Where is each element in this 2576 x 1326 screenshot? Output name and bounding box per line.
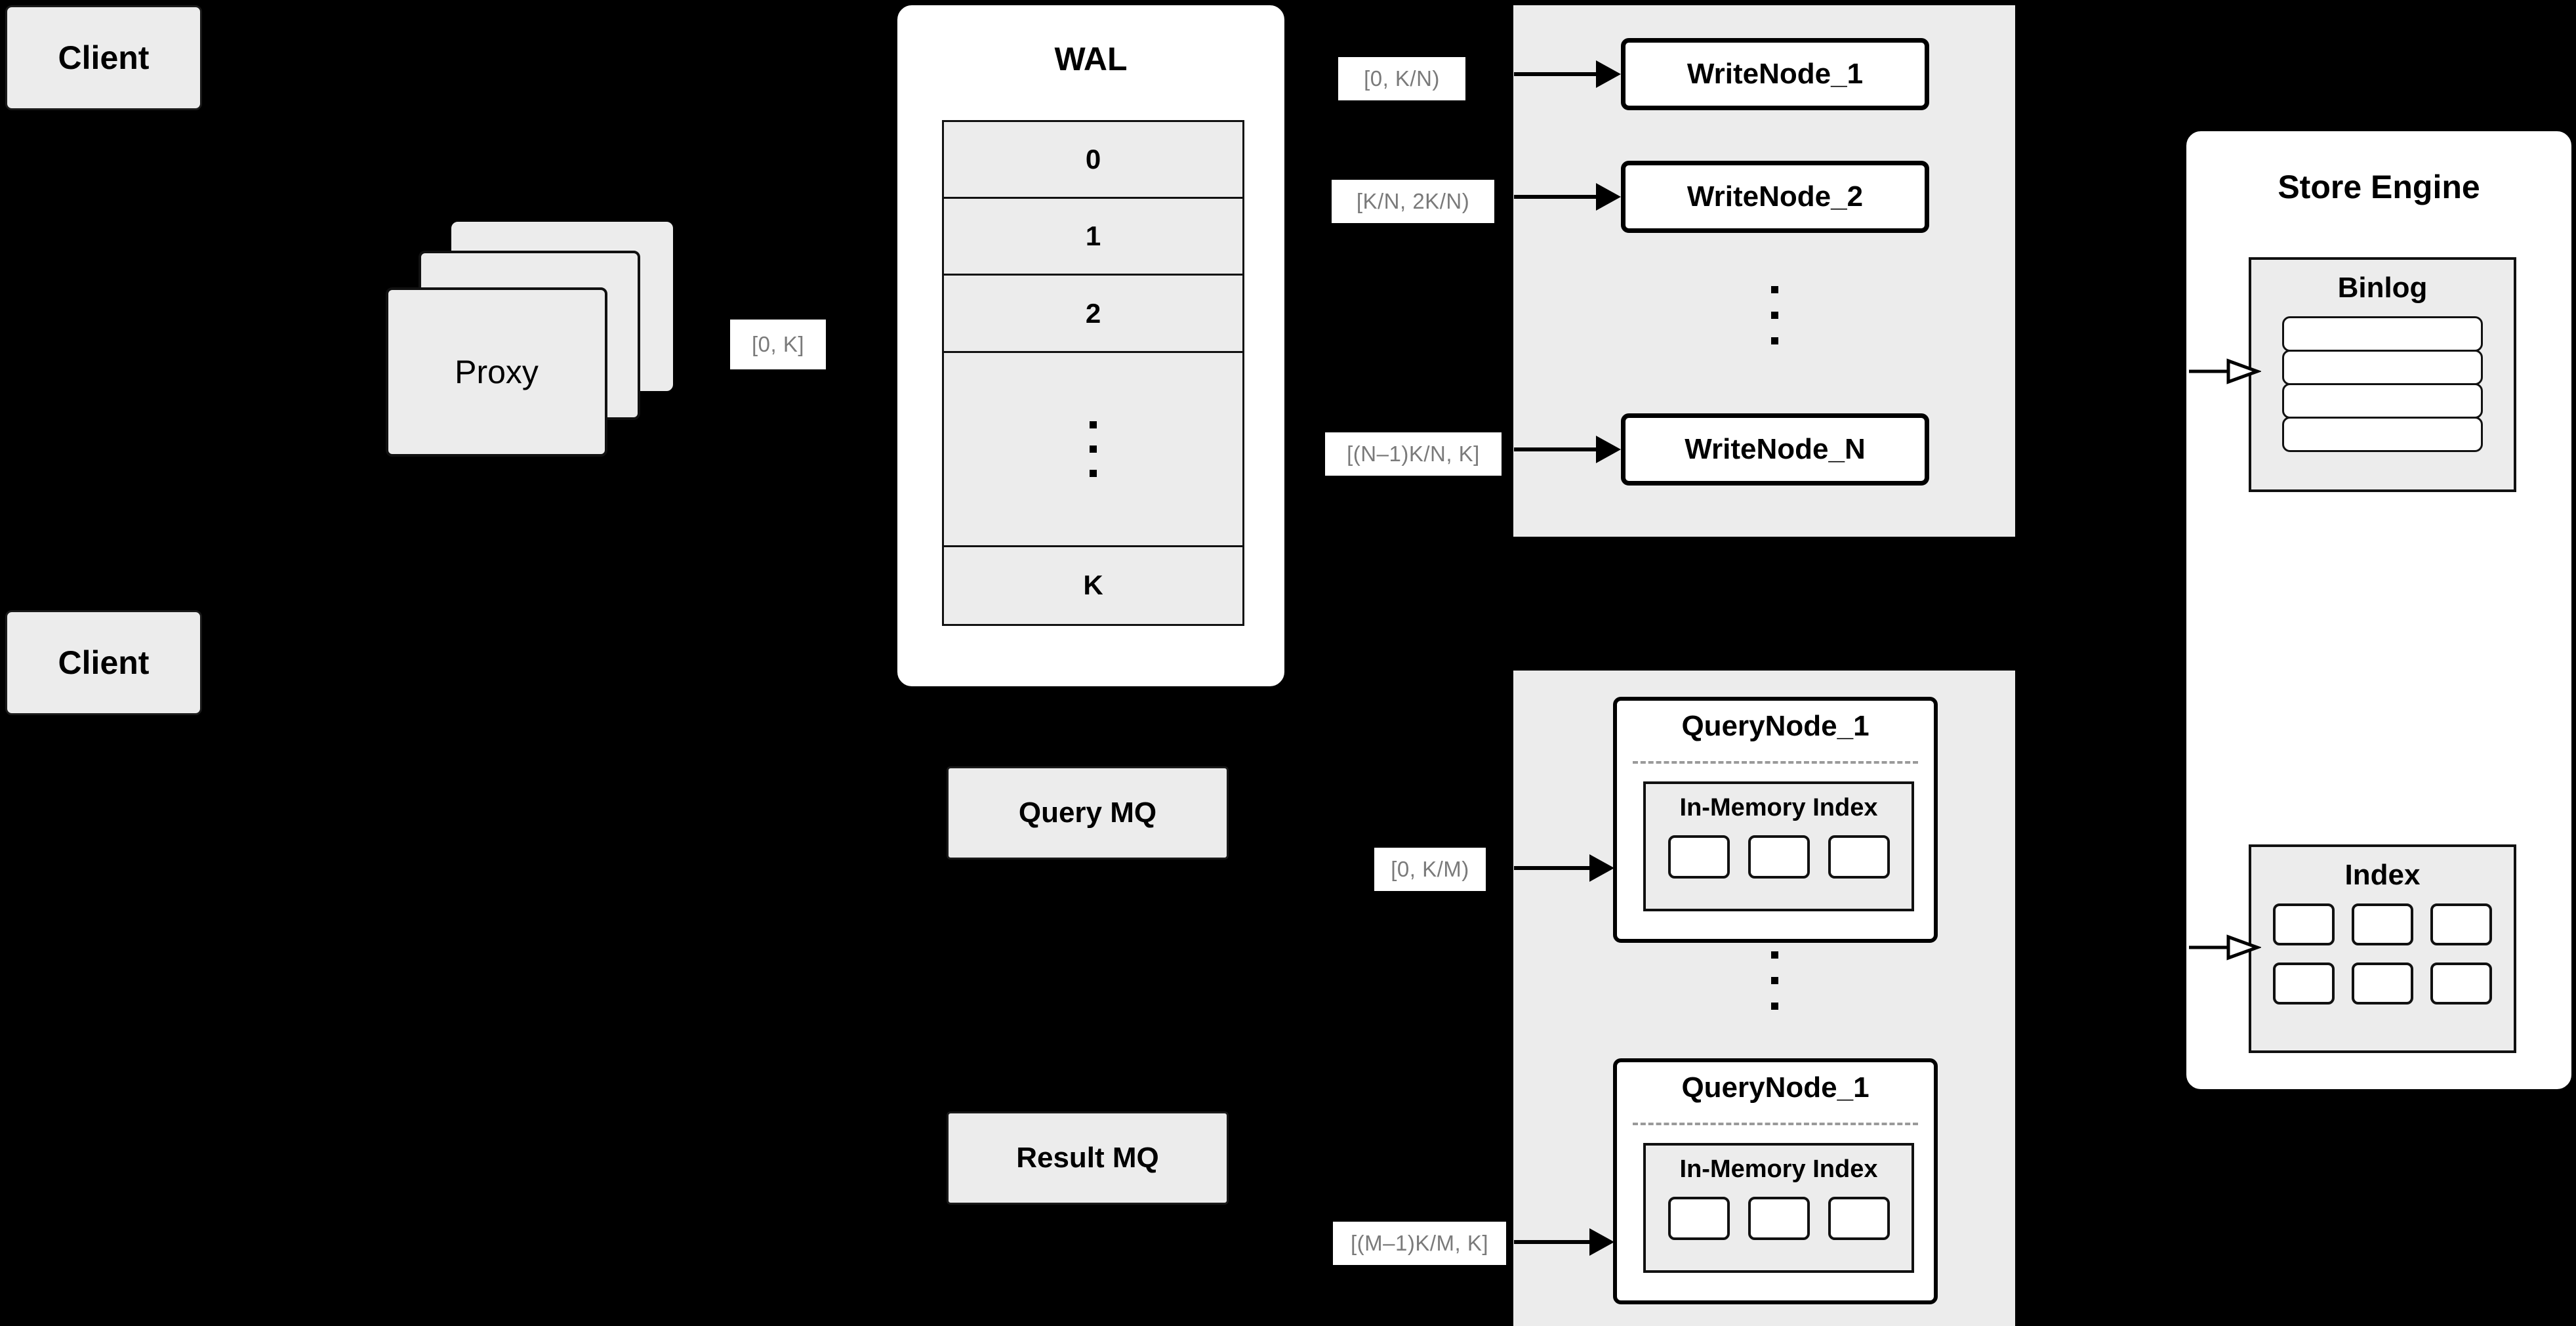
write-node-1-arrow-line [1514,72,1596,76]
store-index-panel: Index [2249,844,2516,1053]
wal-row-list: 0 1 2 K [942,120,1244,626]
index-segment[interactable] [1828,1197,1890,1240]
write-node-2[interactable]: WriteNode_2 [1621,161,1929,233]
write-node-2-arrow-head [1596,183,1621,211]
store-index-title: Index [2344,859,2421,891]
ellipsis-dot [1771,337,1778,344]
binlog-row[interactable] [2282,350,2483,385]
index-cell[interactable] [2430,963,2492,1005]
wal-row[interactable]: K [944,547,1242,624]
query-node-2-index-segments [1646,1197,1912,1240]
index-segment[interactable] [1748,835,1810,879]
wal-row-ellipsis [944,352,1242,547]
query-node-2[interactable]: QueryNode_1 In-Memory Index [1613,1058,1938,1304]
binlog-row[interactable] [2282,417,2483,452]
store-engine-title: Store Engine [2278,169,2480,205]
index-segment[interactable] [1667,835,1730,879]
query-node-2-divider [1633,1123,1918,1125]
binlog-title: Binlog [2337,272,2428,304]
query-node-1-arrow-head [1589,854,1614,882]
ellipsis-dot [1090,421,1097,428]
binlog-row[interactable] [2282,316,2483,352]
client-box-2[interactable]: Client [5,610,202,715]
index-cell[interactable] [2430,903,2492,945]
write-node-n[interactable]: WriteNode_N [1621,413,1929,486]
proxy-label: Proxy [455,354,539,390]
query-node-2-range-label: [(M–1)K/M, K] [1333,1222,1506,1265]
write-node-2-range-label: [K/N, 2K/N) [1332,180,1494,223]
store-index-arrow [2189,934,2261,961]
store-index-grid [2251,903,2514,1005]
query-node-2-index-panel: In-Memory Index [1643,1143,1914,1273]
query-node-1-title: QueryNode_1 [1681,710,1870,742]
index-cell[interactable] [2273,963,2335,1005]
write-node-n-arrow-head [1596,436,1621,463]
ellipsis-dot [1771,951,1778,959]
result-mq-label: Result MQ [1016,1142,1159,1174]
ellipsis-dot [1771,977,1778,984]
query-node-1-index-segments [1646,835,1912,879]
wal-title: WAL [1054,41,1128,77]
binlog-row[interactable] [2282,383,2483,419]
query-node-1[interactable]: QueryNode_1 In-Memory Index [1613,697,1938,943]
query-node-1-index-title: In-Memory Index [1679,793,1878,821]
query-node-1-index-panel: In-Memory Index [1643,781,1914,911]
query-node-1-arrow-line [1514,866,1589,870]
write-node-1-range-label: [0, K/N) [1338,57,1465,100]
index-cell[interactable] [2273,903,2335,945]
wal-row[interactable]: 0 [944,122,1242,199]
query-node-1-divider [1633,761,1918,764]
client-box-1[interactable]: Client [5,5,202,110]
store-index-row [2273,903,2492,945]
write-node-1-label: WriteNode_1 [1687,58,1864,90]
wal-row[interactable]: 2 [944,276,1242,353]
write-cluster-ellipsis [1771,286,1778,344]
binlog-panel: Binlog [2249,257,2516,492]
index-cell[interactable] [2352,903,2413,945]
query-mq-box[interactable]: Query MQ [947,766,1229,860]
write-node-1[interactable]: WriteNode_1 [1621,38,1929,110]
write-node-2-label: WriteNode_2 [1687,180,1864,213]
index-cell[interactable] [2352,963,2413,1005]
client-label-1: Client [58,39,150,76]
ellipsis-dot [1771,312,1778,319]
write-node-n-arrow-line [1514,447,1596,451]
ellipsis-dot [1090,469,1097,477]
query-node-2-arrow-head [1589,1228,1614,1256]
ellipsis-dot [1090,445,1097,453]
index-segment[interactable] [1828,835,1890,879]
write-node-2-arrow-line [1514,195,1596,199]
index-segment[interactable] [1748,1197,1810,1240]
binlog-rows [2251,316,2514,452]
write-node-n-label: WriteNode_N [1685,433,1866,465]
query-node-2-arrow-line [1514,1240,1589,1244]
query-cluster-ellipsis [1771,951,1778,1010]
proxy-output-range-label: [0, K] [730,320,826,369]
write-node-1-arrow-head [1596,60,1621,88]
proxy-card-front[interactable]: Proxy [386,287,607,457]
client-label-2: Client [58,644,150,681]
result-mq-box[interactable]: Result MQ [947,1111,1229,1205]
wal-row[interactable]: 1 [944,199,1242,276]
store-index-row [2273,963,2492,1005]
write-node-n-range-label: [(N–1)K/N, K] [1325,432,1502,476]
ellipsis-dot [1771,286,1778,293]
query-node-2-title: QueryNode_1 [1681,1071,1870,1104]
binlog-arrow [2189,358,2261,384]
query-node-2-index-title: In-Memory Index [1679,1155,1878,1183]
ellipsis-dot [1771,1003,1778,1010]
index-segment[interactable] [1667,1197,1730,1240]
query-mq-label: Query MQ [1018,797,1157,829]
query-node-1-range-label: [0, K/M) [1374,848,1486,891]
